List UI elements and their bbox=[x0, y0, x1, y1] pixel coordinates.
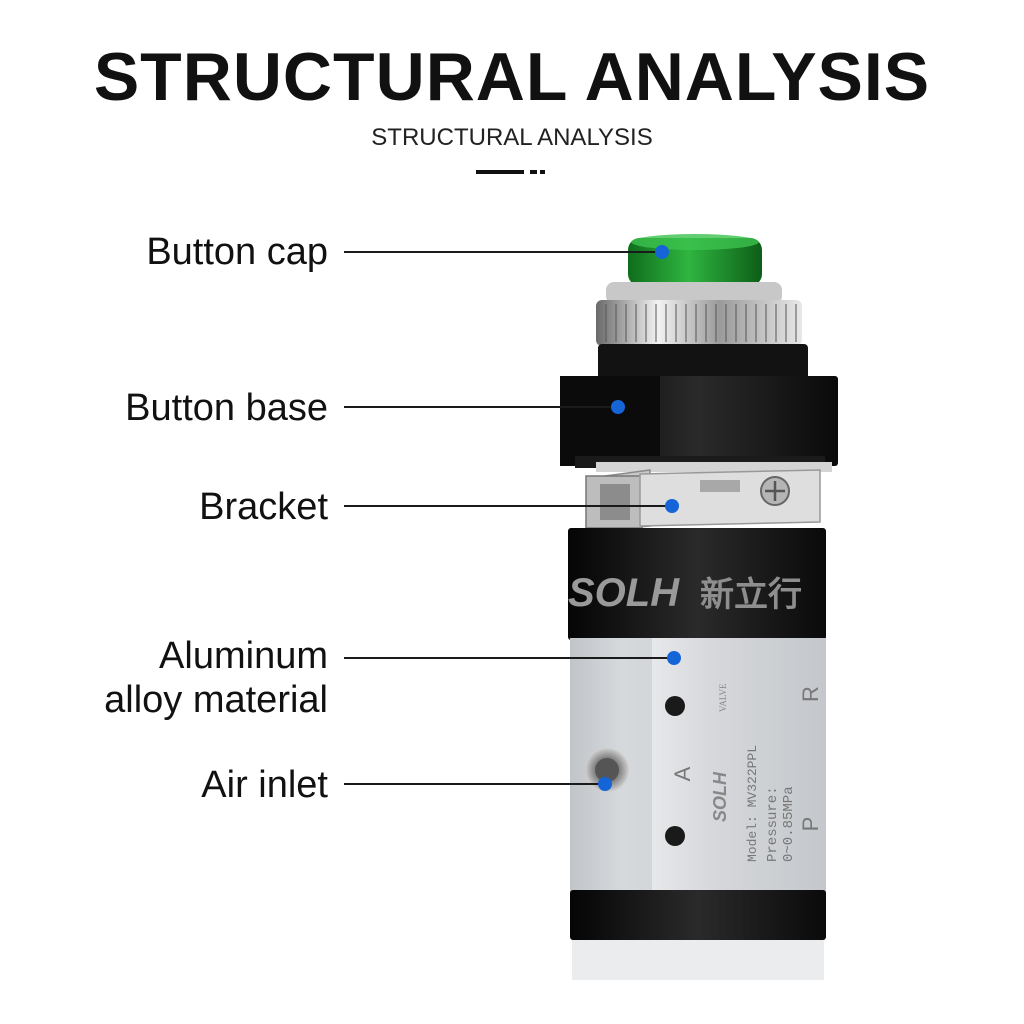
brand-logo: SOLH bbox=[568, 571, 680, 615]
title-underline-dot bbox=[530, 170, 537, 174]
pressure-value: 0~0.85MPa bbox=[781, 786, 797, 862]
pressure-label: Pressure: bbox=[765, 786, 781, 862]
upper-black-block: SOLH 新立行 bbox=[568, 528, 826, 640]
port-label-a: A bbox=[670, 766, 695, 781]
body-logo: SOLH bbox=[710, 771, 730, 822]
body-small-text: VALVE bbox=[718, 683, 728, 712]
model-text: Model: MV322PPL bbox=[745, 745, 760, 862]
title-underline-dot bbox=[540, 170, 545, 174]
brand-chinese: 新立行 bbox=[700, 575, 802, 615]
page-subtitle: STRUCTURAL ANALYSIS bbox=[371, 124, 653, 151]
button-base bbox=[560, 376, 838, 468]
callout-label-bracket: Bracket bbox=[199, 486, 328, 528]
callout-dot bbox=[665, 499, 679, 513]
title-underline bbox=[476, 170, 524, 174]
aluminum-body: A SOLH VALVE Model: MV322PPL Pressure: 0… bbox=[570, 638, 826, 894]
callout-dot bbox=[667, 651, 681, 665]
callout-label-aluminum-line1: Aluminum bbox=[159, 635, 328, 677]
callout-lines bbox=[344, 251, 674, 785]
callout-label-button-base: Button base bbox=[125, 387, 328, 429]
callout-dot bbox=[611, 400, 625, 414]
reflection bbox=[572, 940, 824, 980]
black-nut bbox=[598, 344, 808, 380]
callout-dot bbox=[598, 777, 612, 791]
port-label-r: R bbox=[798, 686, 823, 702]
callout-dot bbox=[655, 245, 669, 259]
bracket bbox=[585, 462, 832, 531]
callout-label-button-cap: Button cap bbox=[146, 231, 328, 273]
callout-label-air-inlet: Air inlet bbox=[201, 764, 328, 806]
chrome-ring bbox=[596, 282, 802, 346]
callout-label-aluminum-line2: alloy material bbox=[104, 679, 328, 721]
button-cap bbox=[628, 234, 762, 286]
page-title: STRUCTURAL ANALYSIS bbox=[93, 39, 931, 115]
port-label-p: P bbox=[798, 817, 823, 832]
lower-black-block bbox=[570, 890, 826, 940]
